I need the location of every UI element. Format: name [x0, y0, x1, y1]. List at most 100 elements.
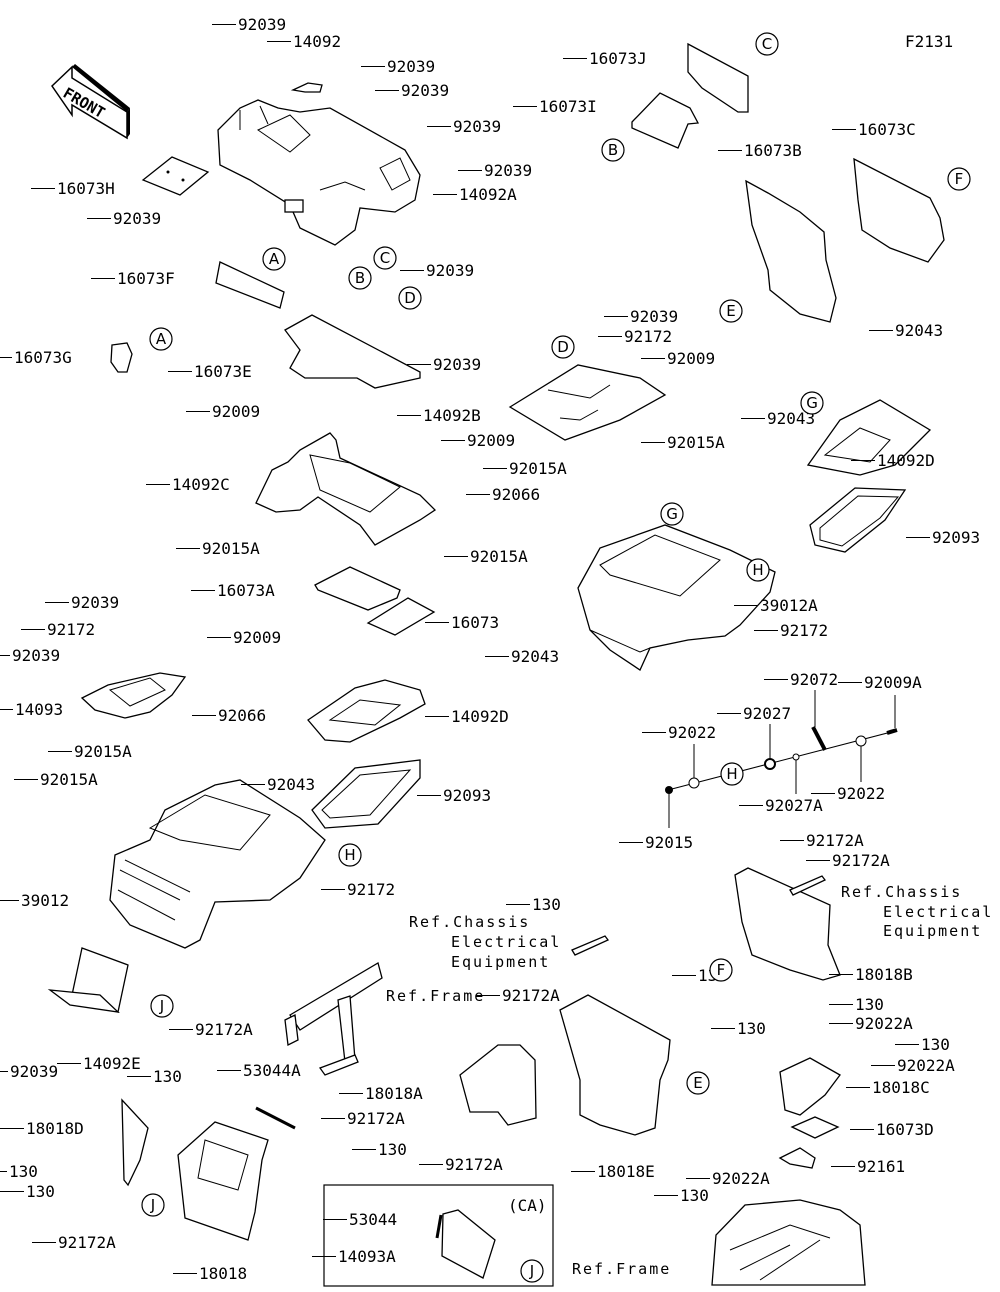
part-number-label: 92015A: [667, 433, 725, 452]
bracket-92072-icon: [811, 726, 827, 751]
reference-label: Ref.Chassis: [841, 883, 962, 901]
callout-circle-icon: [373, 246, 397, 270]
part-number-label: 92039: [433, 355, 481, 374]
callout-letter: F: [717, 961, 726, 979]
frame-bracket: [284, 962, 383, 1076]
collar-92027A-icon: [792, 753, 800, 761]
part-number-label: 92039: [401, 81, 449, 100]
callout-f: F: [709, 958, 733, 982]
part-number-label: 92043: [767, 409, 815, 428]
part-number-label: 92015A: [509, 459, 567, 478]
callout-circle-icon: [150, 994, 174, 1018]
mat-16073J: [687, 42, 749, 113]
part-number-label: 92172A: [347, 1109, 405, 1128]
console-pad-14092: [290, 82, 323, 93]
part-number-label: 92093: [932, 528, 980, 547]
callout-letter: G: [666, 505, 678, 523]
bolt-92009A-icon: [886, 728, 898, 735]
callout-c: C: [755, 32, 779, 56]
callout-circle-icon: [398, 286, 422, 310]
inset-label: (CA): [508, 1196, 547, 1215]
part-number-label: 92172: [780, 621, 828, 640]
part-number-label: 92043: [511, 647, 559, 666]
callout-g: G: [800, 391, 824, 415]
part-number-label: 130: [921, 1035, 950, 1054]
part-number-label: 18018: [199, 1264, 247, 1283]
callout-letter: E: [693, 1074, 702, 1092]
part-number-label: 130: [153, 1067, 182, 1086]
callout-circle-icon: [719, 299, 743, 323]
part-number-label: 92009: [667, 349, 715, 368]
mat-16073F: [215, 261, 285, 309]
part-number-label: 16073E: [194, 362, 252, 381]
front-arrow-icon: FRONT: [51, 64, 130, 140]
part-number-label: 16073B: [744, 141, 802, 160]
part-number-label: 14092A: [459, 185, 517, 204]
callout-letter: J: [529, 1262, 534, 1280]
callout-j: J: [150, 994, 174, 1018]
part-number-label: 92022: [837, 784, 885, 803]
plate-14092E: [47, 947, 129, 1013]
part-number-label: 92172A: [502, 986, 560, 1005]
plate-14093: [80, 672, 187, 719]
callout-circle-icon: [709, 958, 733, 982]
part-number-label: 92066: [492, 485, 540, 504]
callout-letter: D: [557, 338, 569, 356]
part-number-label: 14092E: [83, 1054, 141, 1073]
callout-circle-icon: [149, 327, 173, 351]
part-number-label: 92015A: [470, 547, 528, 566]
callout-letter: J: [150, 1196, 155, 1214]
callout-letter: C: [762, 35, 772, 53]
guard-18018E: [559, 994, 671, 1136]
callout-circle-icon: [262, 247, 286, 271]
callout-letter: A: [156, 330, 167, 348]
callout-b: B: [348, 266, 372, 290]
part-number-label: 92027: [743, 704, 791, 723]
figure-code: F2131: [905, 32, 953, 51]
seal-92093-lower: [311, 759, 421, 829]
callout-circle-icon: [520, 1259, 544, 1283]
part-number-label: 16073J: [589, 49, 647, 68]
mat-16073G: [110, 342, 133, 373]
part-number-label: 16073C: [858, 120, 916, 139]
part-number-label: 92015A: [74, 742, 132, 761]
callout-circle-icon: [348, 266, 372, 290]
mat-16073D: [790, 1116, 840, 1139]
lid-14092D-upper: [806, 399, 932, 476]
part-number-label: 92172: [624, 327, 672, 346]
part-number-label: 92172: [347, 880, 395, 899]
part-number-label: 18018C: [872, 1078, 930, 1097]
part-number-label: 14092B: [423, 406, 481, 425]
callout-e: E: [719, 299, 743, 323]
reference-label: Equipment: [883, 922, 982, 940]
mat-16073C: [853, 157, 945, 263]
callout-circle-icon: [338, 843, 362, 867]
part-number-label: 14093: [15, 700, 63, 719]
part-number-label: 92022: [668, 723, 716, 742]
part-number-label: 92009: [212, 402, 260, 421]
part-number-label: 92172A: [806, 831, 864, 850]
plate-14092B: [508, 364, 667, 441]
callout-circle-icon: [686, 1071, 710, 1095]
mat-16073H: [141, 156, 210, 196]
part-number-label: 16073F: [117, 269, 175, 288]
callout-letter: J: [159, 997, 164, 1015]
part-number-label: 92172A: [58, 1233, 116, 1252]
callout-circle-icon: [141, 1193, 165, 1217]
part-number-label: 16073D: [876, 1120, 934, 1139]
callout-circle-icon: [720, 762, 744, 786]
part-number-label: 92015A: [40, 770, 98, 789]
part-number-label: 14093A: [338, 1247, 396, 1266]
callout-letter: B: [608, 141, 618, 159]
part-number-label: 130: [532, 895, 561, 914]
part-number-label: 92009A: [864, 673, 922, 692]
part-number-label: 39012: [21, 891, 69, 910]
part-number-label: 92009: [233, 628, 281, 647]
reference-label: Electrical: [451, 933, 561, 951]
part-number-label: 14092D: [877, 451, 935, 470]
callout-circle-icon: [746, 558, 770, 582]
reference-label: Equipment: [451, 953, 550, 971]
part-number-label: 92172A: [445, 1155, 503, 1174]
part-number-label: 92039: [484, 161, 532, 180]
